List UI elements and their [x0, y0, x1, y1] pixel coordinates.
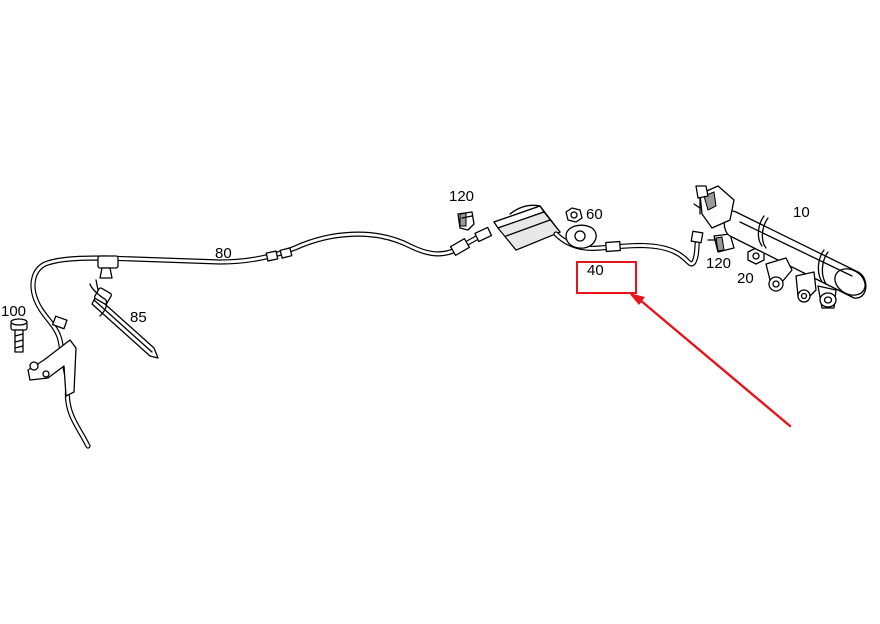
callout-10: 10 [793, 204, 810, 221]
callout-40: 40 [587, 262, 604, 279]
connector-120-upper [457, 211, 475, 231]
bolt-100 [10, 318, 28, 353]
mounting-bracket [27, 339, 77, 397]
callout-20: 20 [737, 270, 754, 287]
damper-unit [493, 204, 561, 251]
nut-60 [565, 207, 583, 223]
highlight-box [576, 261, 637, 294]
hose-bracket [565, 224, 597, 249]
cable-tie-85 [89, 279, 159, 359]
callout-60: 60 [586, 206, 603, 223]
callout-85: 85 [130, 309, 147, 326]
connector-120-right [707, 233, 735, 253]
hose-clip [97, 255, 119, 279]
pressure-reservoir-10 [693, 185, 867, 309]
highlight-arrow [629, 293, 792, 428]
callout-120-right: 120 [706, 255, 731, 272]
callout-120-upper: 120 [449, 188, 474, 205]
callout-80: 80 [215, 245, 232, 262]
callout-100: 100 [1, 303, 26, 320]
